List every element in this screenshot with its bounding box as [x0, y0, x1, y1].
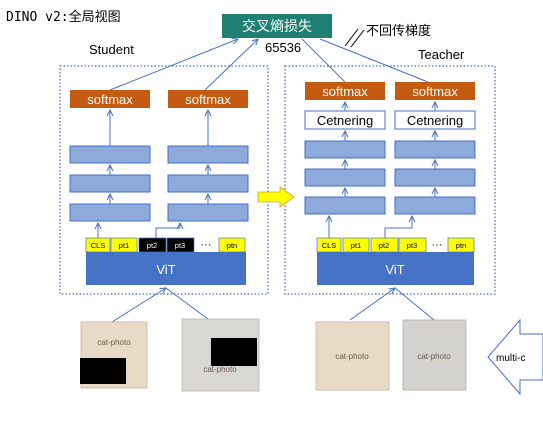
student-img2-line [165, 287, 213, 323]
teacher-vit-label: ViT [385, 262, 404, 277]
loss-label: 交叉熵损失 [242, 18, 312, 35]
student-token-cls-label: CLS [91, 241, 106, 250]
teacher-column: softmax softmax Cetnering Cetnering CLS … [304, 82, 476, 285]
student-image-2-mask [211, 338, 257, 366]
teacher-image-1-caption: cat-photo [335, 352, 369, 361]
teacher-layer-mid-1 [304, 168, 386, 187]
teacher-softmax-2 [395, 82, 475, 100]
teacher-softmax-1-label: softmax [322, 84, 368, 99]
teacher-token-ellipsis: ··· [432, 239, 443, 251]
student-line-to-loss-2 [204, 39, 258, 91]
student-image-1-caption: cat-photo [97, 338, 131, 347]
teacher-token-pt1-label: pt1 [351, 241, 361, 250]
student-token-ellipsis: ··· [201, 239, 212, 251]
student-softmax-1-label: softmax [87, 92, 133, 107]
teacher-token-pt2-label: pt2 [379, 241, 389, 250]
teacher-line-to-loss-2 [319, 38, 429, 83]
teacher-softmax-1 [305, 82, 385, 100]
ema-arrow [257, 186, 295, 208]
multi-crop-label: multi-c [496, 353, 525, 364]
student-softmax-2-label: softmax [185, 92, 231, 107]
teacher-img2-line [394, 287, 435, 321]
student-label: Student [89, 42, 134, 57]
student-column: softmax softmax CLS pt1 pt2 pt3 ··· ptn … [69, 90, 249, 285]
student-softmax-2 [168, 90, 248, 108]
student-layer-top-1 [69, 145, 151, 164]
teacher-layer-low-1 [304, 196, 386, 215]
teacher-image-2-caption: cat-photo [417, 352, 451, 361]
stop-grad-slash-1 [344, 28, 359, 47]
teacher-line-to-loss-1 [301, 38, 346, 83]
student-image-1-mask [80, 358, 126, 384]
stop-grad-slash-2 [350, 29, 365, 48]
student-image-2-caption: cat-photo [203, 365, 237, 374]
student-line-to-loss-1 [109, 39, 238, 91]
diagram-title: DINO v2:全局视图 [6, 9, 121, 25]
loss-box [222, 14, 332, 38]
teacher-centering-1-label: Cetnering [317, 113, 373, 128]
teacher-image-2: cat-photo [402, 319, 467, 391]
student-token-pt3-label: pt3 [175, 241, 185, 250]
student-softmax-1 [70, 90, 150, 108]
student-vit [86, 252, 246, 285]
no-grad-label: 不回传梯度 [366, 23, 431, 39]
student-frame [59, 65, 269, 295]
student-image-1: cat-photo [80, 321, 148, 389]
multi-crop-arrow [487, 318, 543, 396]
student-token-ptn-label: ptn [227, 241, 237, 250]
student-layer-mid-2 [167, 174, 249, 193]
teacher-img1-line [349, 288, 395, 321]
teacher-layer-top-1 [304, 140, 386, 159]
student-layer-low-1 [69, 203, 151, 222]
teacher-token-cls-label: CLS [322, 241, 337, 250]
teacher-token-ptn-label: ptn [456, 241, 466, 250]
teacher-centering-2-label: Cetnering [407, 113, 463, 128]
teacher-image-1: cat-photo [315, 321, 390, 391]
dim-label: 65536 [265, 40, 301, 55]
teacher-layer-mid-2 [394, 168, 476, 187]
teacher-token-pt3-label: pt3 [407, 241, 417, 250]
student-token-pt2-label: pt2 [147, 241, 157, 250]
teacher-layer-top-2 [394, 140, 476, 159]
teacher-softmax-2-label: softmax [412, 84, 458, 99]
teacher-label: Teacher [418, 47, 465, 62]
student-layer-low-2 [167, 203, 249, 222]
student-token-pt1-label: pt1 [119, 241, 129, 250]
student-img1-line [111, 288, 166, 323]
student-layer-mid-1 [69, 174, 151, 193]
student-image-2: cat-photo [181, 318, 260, 392]
student-vit-label: ViT [156, 262, 175, 277]
student-layer-top-2 [167, 145, 249, 164]
teacher-layer-low-2 [394, 196, 476, 215]
teacher-vit [317, 252, 474, 285]
